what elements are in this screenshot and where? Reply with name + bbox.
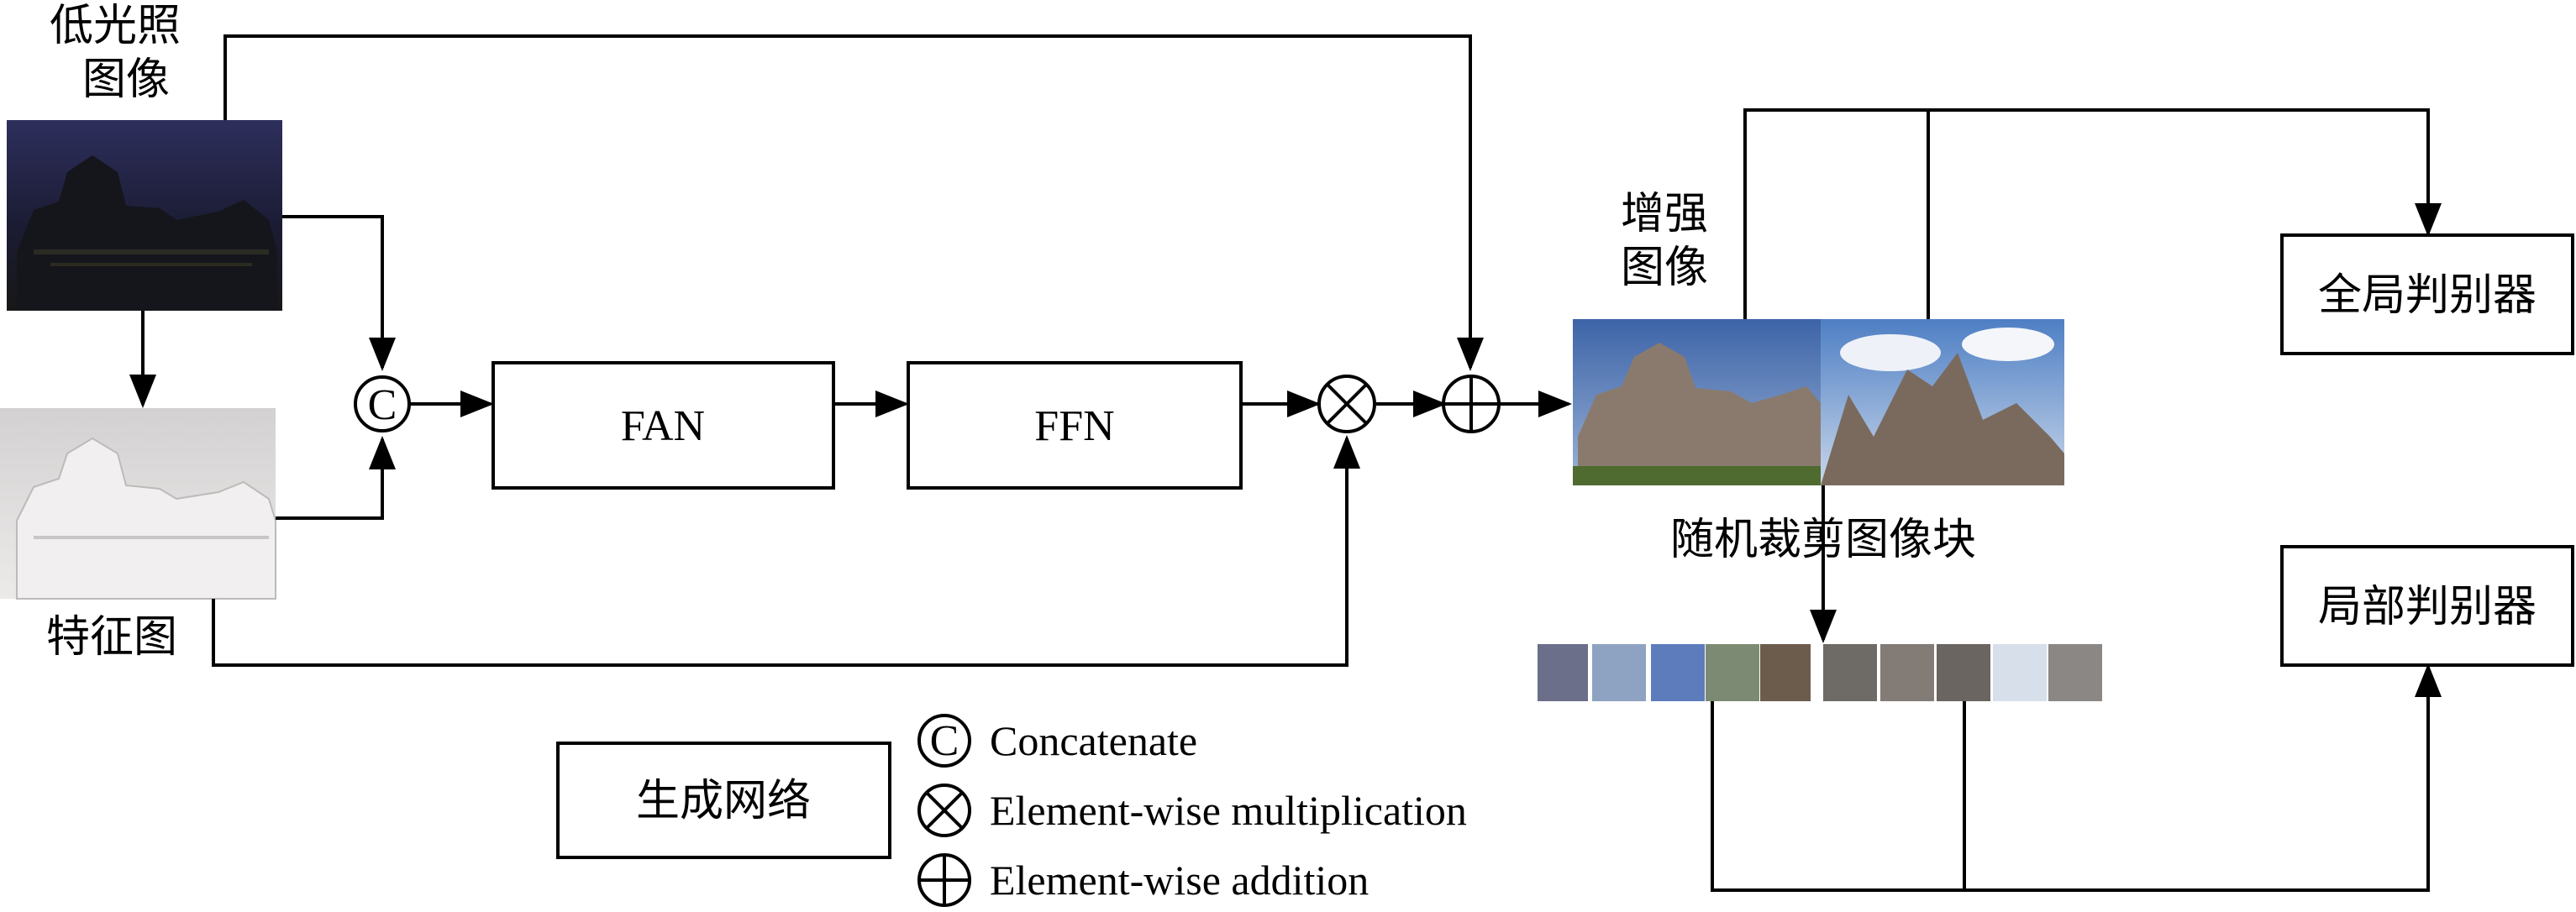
local-discriminator-block: 局部判别器 [2280, 545, 2574, 667]
legend: C Concatenate Element-wise multiplicatio… [917, 714, 1467, 907]
ffn-block: FFN [907, 361, 1243, 490]
legend-concat-text: Concatenate [990, 717, 1197, 764]
local-discriminator-label: 局部判别器 [2318, 582, 2537, 632]
legend-add: Element-wise addition [917, 853, 1369, 907]
legend-concat-symbol: C [930, 717, 959, 765]
ffn-label: FFN [1034, 402, 1114, 450]
global-discriminator-block: 全局判别器 [2280, 233, 2574, 355]
low-light-label-line1: 低光照 [50, 1, 181, 51]
low-light-label-line2: 图像 [82, 55, 170, 105]
random-crop-patches [1538, 644, 2102, 701]
generator-network-box: 生成网络 [556, 742, 891, 859]
enhanced-label-line1: 增强 [1621, 189, 1708, 239]
feature-map-image [0, 408, 276, 600]
concat-symbol: C [368, 381, 397, 429]
global-discriminator-label: 全局判别器 [2318, 270, 2537, 321]
generator-network-label: 生成网络 [636, 776, 811, 826]
fan-block: FAN [492, 361, 835, 490]
connection-lines [129, 34, 2442, 892]
enhanced-label-line2: 图像 [1621, 243, 1708, 293]
enhanced-image [1573, 319, 2064, 485]
feature-map-label: 特征图 [46, 612, 177, 663]
legend-concat: C Concatenate [917, 714, 1197, 768]
legend-multiply-text: Element-wise multiplication [990, 787, 1467, 834]
legend-add-text: Element-wise addition [990, 857, 1369, 904]
legend-multiply: Element-wise multiplication [917, 784, 1467, 837]
add-operator [1442, 375, 1501, 433]
random-crop-label: 随机裁剪图像块 [1670, 515, 1976, 565]
low-light-image [7, 120, 282, 311]
multiply-operator [1317, 375, 1376, 433]
concat-operator: C [354, 375, 411, 432]
fan-label: FAN [621, 402, 705, 450]
